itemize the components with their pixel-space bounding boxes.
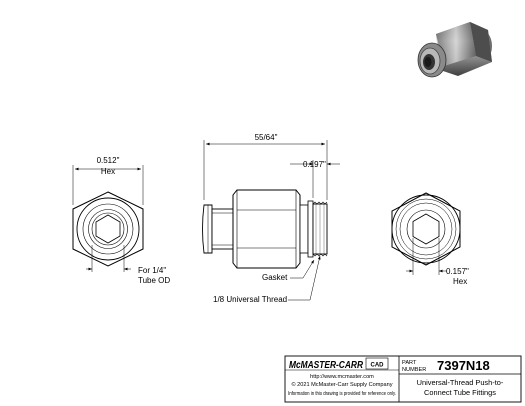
gasket-callout: Gasket xyxy=(262,273,288,282)
copyright-notice: © 2021 McMaster-Carr Supply Company xyxy=(291,381,392,388)
front-inner-hex xyxy=(95,214,121,244)
thread-length-dimension: 0.197" xyxy=(303,160,326,169)
brand-logo: McMASTER-CARR xyxy=(289,359,363,371)
back-hex-dimension: 0.157" xyxy=(446,267,469,276)
part-number: 7397N18 xyxy=(437,358,490,373)
tube-od-label-line2: Tube OD xyxy=(138,276,170,285)
front-outer-circle xyxy=(76,197,140,261)
tube-od-label-line1: For 1/4" xyxy=(138,266,166,275)
front-view xyxy=(72,165,144,272)
title-line2: Connect Tube Fittings xyxy=(424,388,496,397)
front-hex-dimension: 0.512" xyxy=(97,156,120,165)
back-hex-outline xyxy=(391,192,461,266)
front-hex-outline xyxy=(72,191,144,267)
overall-length-dimension: 55/64" xyxy=(255,133,278,142)
back-view xyxy=(391,192,461,275)
back-hex-label: Hex xyxy=(453,277,467,286)
website-url: http://www.mcmaster.com xyxy=(310,374,374,380)
part-label-line2: NUMBER xyxy=(402,367,426,373)
thread-callout: 1/8 Universal Thread xyxy=(213,295,287,304)
part-label-line1: PART xyxy=(402,360,417,366)
back-inner-hex xyxy=(412,213,440,245)
isometric-fitting-render-icon xyxy=(417,22,492,78)
title-line1: Universal-Thread Push-to- xyxy=(417,378,504,387)
reference-disclaimer: Information in this drawing is provided … xyxy=(288,391,396,397)
front-hex-label: Hex xyxy=(101,167,115,176)
cad-tag: CAD xyxy=(371,363,385,369)
side-view xyxy=(202,140,340,301)
title-block xyxy=(284,355,522,403)
